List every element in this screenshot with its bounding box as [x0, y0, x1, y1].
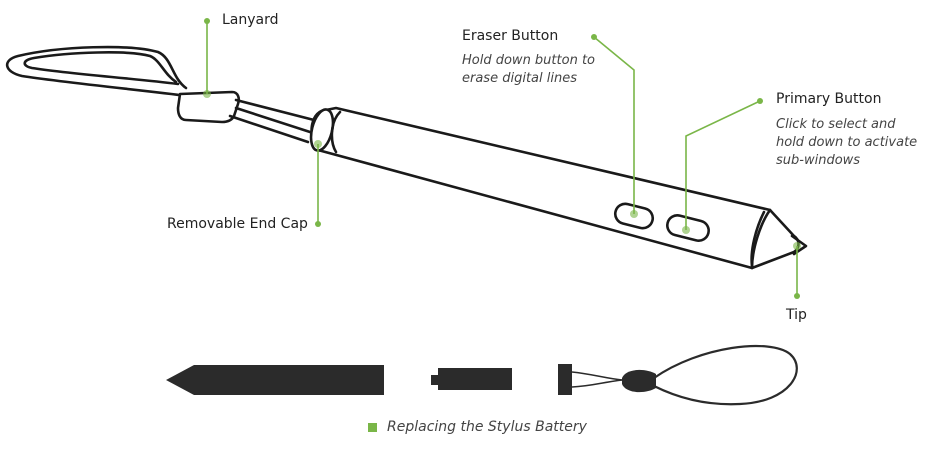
end-cap-target-dot	[314, 140, 322, 148]
end-cap-dark	[558, 364, 572, 395]
end-cap-label: Removable End Cap	[167, 216, 308, 232]
battery-replacement-illustration	[166, 344, 798, 406]
primary-leader	[685, 100, 761, 230]
tip-dot	[794, 293, 800, 299]
caption-text: Replacing the Stylus Battery	[387, 419, 587, 435]
green-square-bullet-icon	[368, 422, 377, 432]
primary-description-line: Click to select and	[776, 117, 896, 132]
stylus-tip-point	[790, 234, 808, 256]
cap-cord	[571, 379, 623, 388]
primary-target-dot	[682, 226, 690, 234]
lanyard-cord	[234, 98, 316, 122]
stylus-tip-band	[750, 210, 766, 268]
lanyard-connector	[176, 90, 241, 124]
eraser-button-shape	[613, 202, 655, 230]
primary-description-line: sub-windows	[776, 153, 861, 168]
battery	[438, 368, 512, 390]
tip-label: Tip	[786, 307, 807, 323]
battery-contact	[431, 375, 439, 385]
stylus-barrel	[310, 106, 772, 270]
end-cap-dot	[315, 221, 321, 227]
eraser-description-line: Hold down button to	[462, 53, 595, 68]
primary-description-line: hold down to activate	[776, 135, 918, 150]
cap-cord	[571, 371, 623, 381]
caption: Replacing the Stylus Battery	[368, 419, 587, 435]
stylus-body-dark	[166, 365, 384, 395]
lanyard-cord	[228, 114, 310, 144]
eraser-button-label: Eraser Button	[462, 28, 559, 44]
lanyard-target-dot	[203, 90, 211, 98]
lanyard-loop	[5, 45, 190, 98]
primary-dot	[757, 98, 763, 104]
end-cap-seam	[330, 110, 342, 154]
eraser-button-description: Hold down button to erase digital lines	[462, 52, 595, 88]
lanyard-dot	[204, 18, 210, 24]
tip-target-dot	[793, 242, 801, 250]
primary-button-shape	[666, 214, 710, 242]
lanyard-cord	[234, 106, 312, 134]
eraser-leader	[593, 36, 635, 214]
small-lanyard-loop	[653, 344, 798, 406]
lanyard-loop-inner	[23, 51, 180, 86]
eraser-dot	[591, 34, 597, 40]
eraser-description-line: erase digital lines	[462, 71, 577, 86]
lanyard-clip-dark	[622, 369, 656, 393]
eraser-target-dot	[630, 210, 638, 218]
primary-button-description: Click to select and hold down to activat…	[776, 116, 917, 170]
lanyard-label: Lanyard	[222, 12, 279, 28]
primary-button-label: Primary Button	[776, 91, 882, 107]
